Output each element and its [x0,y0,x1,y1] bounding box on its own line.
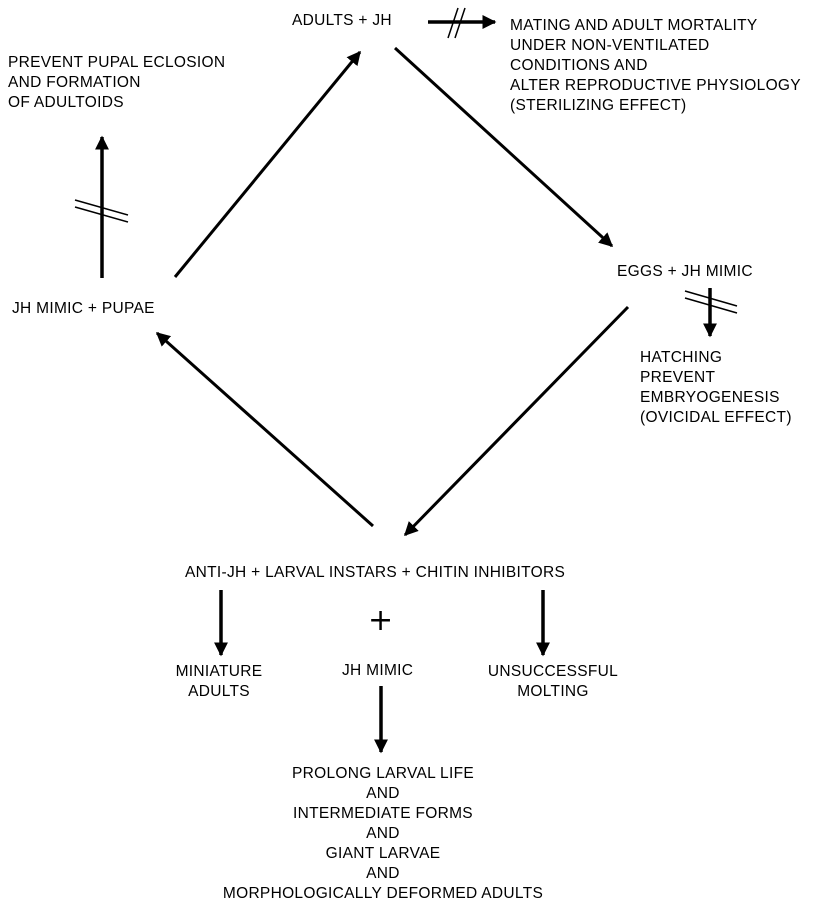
effect-eggs-text: HATCHING PREVENT EMBRYOGENESIS (OVICIDAL… [640,348,792,428]
effect-anti-jh-line: MINIATURE [175,663,263,680]
effect-eggs-line: (OVICIDAL EFFECT) [640,409,792,426]
arrow-pupae-to-adults [173,50,362,278]
node-larval-instars: ANTI-JH + LARVAL INSTARS + CHITIN INHIBI… [185,564,566,581]
effect-jh-mimic-line: PROLONG LARVAL LIFE [291,765,474,782]
effect-chitin-text: UNSUCCESSFUL MOLTING [480,662,626,702]
effect-eggs-line: HATCHING [640,349,723,366]
effect-adults-line: (STERILIZING EFFECT) [510,97,687,114]
larval-plus-sign: + [368,603,394,638]
effect-eggs-line: PREVENT [640,369,716,386]
node-adults-jh: ADULTS + JH [292,12,392,29]
node-jh-mimic-pupae: JH MIMIC + PUPAE [12,300,155,317]
effect-pupae-line: PREVENT PUPAL ECLOSION [8,54,226,71]
block-mark-pupae [74,199,129,223]
effect-adults-text: MATING AND ADULT MORTALITY UNDER NON-VEN… [510,16,801,116]
effect-anti-jh-text: MINIATURE ADULTS [164,662,274,702]
arrow-eggs-to-larvae [403,305,630,537]
arrow-adults-to-eggs [393,46,614,248]
block-mark-adults [447,7,466,39]
effect-jh-mimic-line: INTERMEDIATE FORMS [293,805,473,822]
effect-jh-mimic-line: AND [366,825,400,842]
effect-jh-mimic-text: PROLONG LARVAL LIFE AND INTERMEDIATE FOR… [188,764,578,904]
effect-chitin-line: MOLTING [517,683,589,700]
arrow-larvae-to-pupae [155,331,374,528]
effect-eggs-line: EMBRYOGENESIS [640,389,780,406]
effect-pupae-line: AND FORMATION [8,74,141,91]
effect-jh-mimic-line: GIANT LARVAE [325,845,441,862]
block-mark-eggs [684,290,738,314]
effect-jh-mimic-line: MORPHOLOGICALLY DEFORMED ADULTS [222,885,544,902]
effect-jh-mimic-line: AND [366,785,400,802]
effect-pupae-text: PREVENT PUPAL ECLOSION AND FORMATION OF … [8,53,225,113]
effect-adults-line: CONDITIONS AND [510,57,648,74]
node-eggs-jh-mimic: EGGS + JH MIMIC [617,263,753,280]
effect-pupae-line: OF ADULTOIDS [8,94,124,111]
node-jh-mimic: JH MIMIC [342,662,414,679]
effect-adults-line: UNDER NON-VENTILATED [510,37,710,54]
effect-anti-jh-line: ADULTS [188,683,250,700]
effect-adults-line: MATING AND ADULT MORTALITY [510,17,758,34]
effect-adults-line: ALTER REPRODUCTIVE PHYSIOLOGY [510,77,801,94]
effect-chitin-line: UNSUCCESSFUL [487,663,619,680]
effect-jh-mimic-line: AND [366,865,400,882]
